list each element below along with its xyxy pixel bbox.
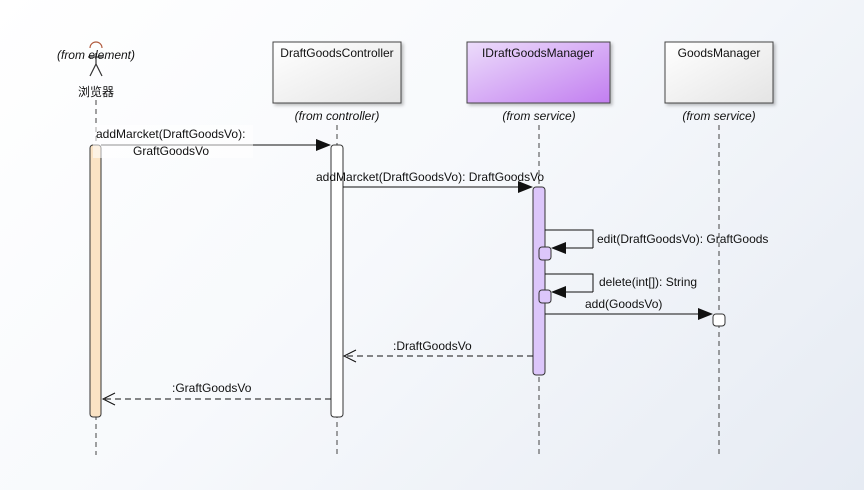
participant-origin: (from service) bbox=[502, 109, 575, 123]
goods-manager-activation bbox=[712, 313, 726, 327]
message-return-draft-goods-vo[interactable] bbox=[342, 349, 533, 363]
message-label: add(GoodsVo) bbox=[585, 297, 662, 311]
message-add-marcket-manager[interactable] bbox=[343, 181, 533, 193]
message-label-line1: addMarcket(DraftGoodsVo): bbox=[96, 127, 245, 141]
message-label: delete(int[]): String bbox=[599, 275, 697, 289]
message-label: edit(DraftGoodsVo): GraftGoods bbox=[597, 232, 768, 246]
message-edit-self[interactable] bbox=[545, 229, 594, 254]
controller-activation bbox=[330, 144, 344, 418]
actor-name: 浏览器 bbox=[78, 84, 114, 99]
message-add-goods[interactable] bbox=[545, 308, 713, 320]
participant-name: DraftGoodsController bbox=[280, 46, 393, 60]
message-label: :DraftGoodsVo bbox=[393, 339, 472, 353]
actor-figure[interactable] bbox=[88, 41, 104, 77]
message-label: :GraftGoodsVo bbox=[172, 381, 252, 395]
message-return-graft-goods-vo[interactable] bbox=[101, 392, 331, 406]
participant-idraft-goods-manager[interactable]: IDraftGoodsManager bbox=[466, 41, 611, 104]
participant-name: IDraftGoodsManager bbox=[482, 46, 594, 60]
manager-activation bbox=[532, 186, 546, 376]
delete-self-activation bbox=[538, 289, 552, 304]
participant-name: GoodsManager bbox=[678, 46, 761, 60]
participant-draft-goods-controller[interactable]: DraftGoodsController bbox=[272, 41, 402, 104]
message-label-line2: GraftGoodsVo bbox=[133, 144, 209, 158]
actor-activation bbox=[89, 144, 102, 418]
participant-origin: (from controller) bbox=[295, 109, 380, 123]
participant-origin: (from service) bbox=[682, 109, 755, 123]
message-delete-self[interactable] bbox=[545, 273, 594, 298]
edit-self-activation bbox=[538, 246, 552, 261]
participant-goods-manager[interactable]: GoodsManager bbox=[664, 41, 774, 104]
actor-stereotype: (from element) bbox=[57, 48, 135, 62]
message-label: addMarcket(DraftGoodsVo): DraftGoodsVo bbox=[316, 170, 544, 184]
